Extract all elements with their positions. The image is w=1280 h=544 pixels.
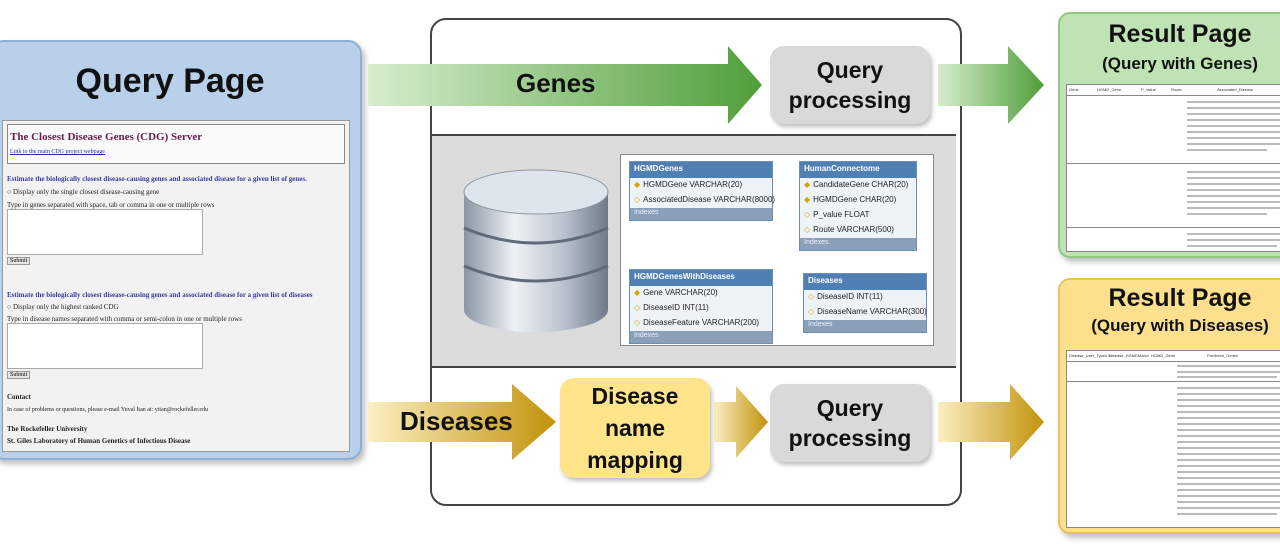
- table-column: ◆HGMDGene CHAR(20): [804, 195, 897, 204]
- table-column: ◆Gene VARCHAR(20): [634, 288, 718, 297]
- section1-heading: Estimate the biologically closest diseas…: [7, 175, 307, 183]
- table-header: Diseases: [804, 274, 926, 290]
- table-footer: Indexes: [800, 238, 916, 250]
- section2-instructions: Type in disease names separated with com…: [7, 315, 242, 323]
- section2-heading: Estimate the biologically closest diseas…: [7, 291, 313, 299]
- disease-name-mapping: Disease name mapping: [560, 378, 710, 478]
- col-disease-typed: Disease_User_Typed In: [1069, 353, 1112, 358]
- table-column: ◇AssociatedDisease VARCHAR(8000): [634, 195, 776, 204]
- col-p-value: P_Value: [1141, 87, 1156, 92]
- section2-option[interactable]: ○ Display only the highest ranked CDG: [7, 303, 119, 311]
- result-genes-subtitle: (Query with Genes): [1102, 54, 1258, 73]
- query-processing-diseases: Query processing: [770, 384, 930, 462]
- contact-heading: Contact: [7, 393, 31, 401]
- result-genes-title: Result Page: [1108, 20, 1252, 48]
- query-processing-genes: Query processing: [770, 46, 930, 124]
- server-title: The Closest Disease Genes (CDG) Server: [10, 131, 203, 143]
- table-column: ◆CandidateGene CHAR(20): [804, 180, 909, 189]
- contact-text: In case of problems or questions, please…: [7, 407, 209, 413]
- result-diseases-table: Disease_User_Typed In Disease_HGMDMatch …: [1066, 350, 1280, 528]
- table-column: ◆HGMDGene VARCHAR(20): [634, 180, 743, 189]
- diseases-arrow: [368, 384, 556, 460]
- col-route: Route: [1171, 87, 1182, 92]
- table-column: ◇DiseaseID INT(11): [634, 303, 709, 312]
- table-footer: Indexes: [630, 208, 772, 220]
- col-gene: Gene: [1069, 87, 1079, 92]
- table-header: HGMDGenesWithDiseases: [630, 270, 772, 286]
- database-icon: [463, 169, 609, 332]
- server-header: The Closest Disease Genes (CDG) Server L…: [7, 124, 345, 164]
- submit-genes-button[interactable]: Submit: [7, 257, 31, 265]
- table-column: ◇DiseaseFeature VARCHAR(200): [634, 318, 760, 327]
- table-diseases: Diseases ◇DiseaseID INT(11) ◇DiseaseName…: [803, 273, 927, 333]
- query-page-title: Query Page: [75, 62, 265, 100]
- col-associated-disease: Associated_Disease: [1217, 87, 1254, 92]
- result-page-genes: Result Page (Query with Genes) Gene HGMD…: [1058, 12, 1280, 258]
- diseases-label: Diseases: [400, 406, 513, 436]
- genes-label: Genes: [516, 68, 596, 98]
- submit-diseases-button[interactable]: Submit: [7, 371, 31, 379]
- diseases-textarea[interactable]: [7, 323, 203, 369]
- lab-name: St. Giles Laboratory of Human Genetics o…: [7, 437, 191, 445]
- result-diseases-title: Result Page: [1108, 284, 1252, 312]
- university-name: The Rockefeller University: [7, 425, 88, 433]
- col-predicted-genes: Predicted_Genes: [1207, 353, 1238, 358]
- table-header: HGMDGenes: [630, 162, 772, 178]
- table-humanconnectome: HumanConnectome ◆CandidateGene CHAR(20) …: [799, 161, 917, 251]
- col-hgmd-gene: HGMD_Gene: [1097, 87, 1122, 92]
- table-hgmdgenes: HGMDGenes ◆HGMDGene VARCHAR(20) ◇Associa…: [629, 161, 776, 221]
- section1-instructions: Type in genes separated with space, tab …: [7, 201, 215, 209]
- diseases-result-arrow: [938, 384, 1044, 460]
- table-column: ◇Route VARCHAR(500): [804, 225, 894, 234]
- col-disease-match: Disease_HGMDMatch: [1109, 353, 1149, 358]
- genes-textarea[interactable]: [7, 209, 203, 255]
- table-header: HumanConnectome: [800, 162, 916, 178]
- section1-option[interactable]: ○ Display only the single closest diseas…: [7, 188, 160, 196]
- table-footer: Indexes: [804, 320, 926, 332]
- result-genes-table: Gene HGMD_Gene P_Value Route Associated_…: [1066, 84, 1280, 252]
- query-page-screenshot: The Closest Disease Genes (CDG) Server L…: [2, 120, 350, 452]
- result-diseases-subtitle: (Query with Diseases): [1091, 316, 1269, 335]
- genes-result-arrow: [938, 46, 1044, 124]
- result-page-diseases: Result Page (Query with Diseases) Diseas…: [1058, 278, 1280, 534]
- cdg-project-link[interactable]: Link to the main CDG project webpage: [10, 149, 105, 155]
- table-footer: Indexes: [630, 331, 772, 343]
- table-column: ◇DiseaseName VARCHAR(300): [808, 307, 927, 316]
- mapping-arrow: [714, 386, 768, 458]
- table-column: ◇P_value FLOAT: [804, 210, 870, 219]
- genes-arrow: [368, 46, 762, 124]
- table-column: ◇DiseaseID INT(11): [808, 292, 883, 301]
- table-hgmdgeneswithdiseases: HGMDGenesWithDiseases ◆Gene VARCHAR(20) …: [629, 269, 773, 344]
- schema-diagram: HGMDGenes ◆HGMDGene VARCHAR(20) ◇Associa…: [620, 154, 934, 346]
- col-hgmd-gene: HGMD_Gene: [1151, 353, 1176, 358]
